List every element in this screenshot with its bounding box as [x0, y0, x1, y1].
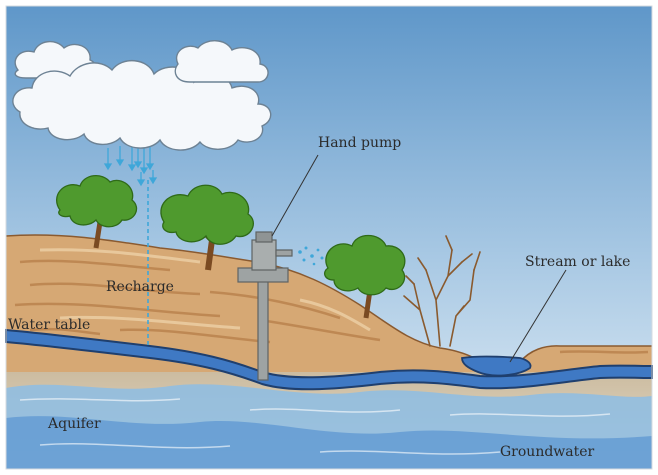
aquifer-streaks — [19, 398, 611, 455]
cloud-large — [12, 60, 272, 151]
cloud-group — [12, 40, 272, 151]
aquifer-band-dark — [6, 416, 652, 469]
bare-shrub — [403, 235, 481, 347]
label-groundwater: Groundwater — [500, 444, 595, 460]
pump-pipe — [257, 279, 269, 381]
label-recharge: Recharge — [106, 279, 174, 295]
label-aquifer: Aquifer — [47, 416, 101, 432]
stream-lake — [461, 355, 532, 377]
frame — [5, 5, 653, 470]
rain-arrows — [103, 146, 158, 187]
soil-texture-light — [39, 248, 371, 332]
hand-pump-leader — [271, 154, 319, 237]
tree-left — [56, 175, 138, 249]
water-splash — [298, 246, 324, 266]
pump-spout — [275, 249, 293, 257]
tree-middle — [160, 184, 254, 271]
tree-right — [323, 234, 406, 319]
soil-texture — [14, 259, 649, 354]
cloud-right — [174, 40, 269, 83]
pump-cap — [255, 231, 273, 243]
ground-surface-line — [5, 234, 483, 363]
label-water-table: Water table — [8, 317, 90, 333]
hand-pump — [237, 231, 324, 381]
label-hand-pump: Hand pump — [318, 135, 401, 151]
pump-body — [251, 239, 277, 271]
label-stream-or-lake: Stream or lake — [525, 254, 630, 270]
stream-leader — [509, 269, 567, 363]
